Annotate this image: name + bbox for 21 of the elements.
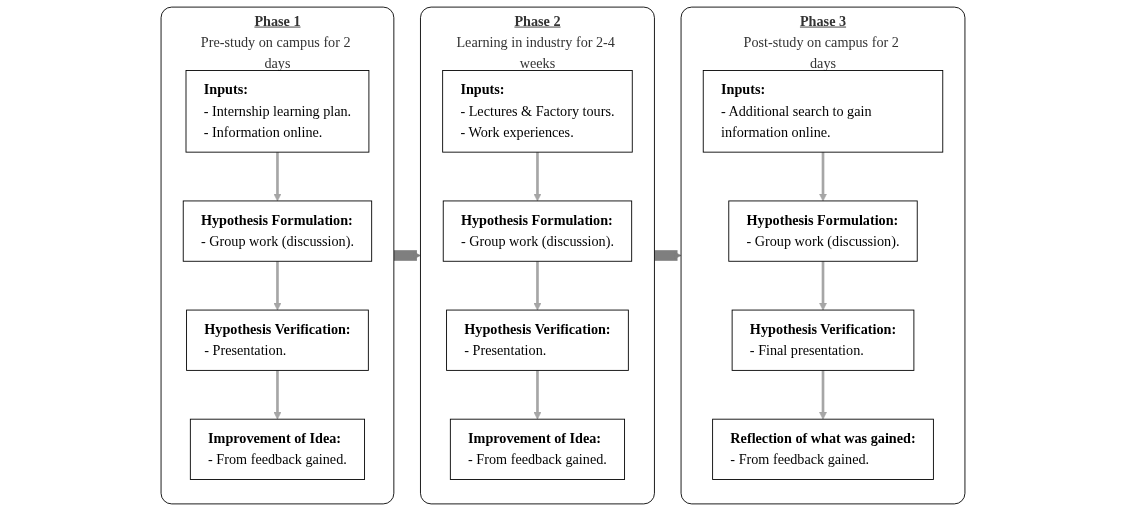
arrow <box>819 261 827 311</box>
node-box: Hypothesis Verification: - Final presentation. <box>731 309 915 371</box>
node-box: Hypothesis Formulation: - Group work (discussion). <box>182 200 373 262</box>
node-box: Hypothesis Formulation: - Group work (discussion). <box>442 200 633 262</box>
node-box: Hypothesis Verification: - Presentation. <box>446 309 629 371</box>
arrow <box>533 261 542 311</box>
node-box: Inputs: - Additional search to gain information online. <box>702 70 944 153</box>
node-box: Inputs: - Internship learning plan. - Information online. <box>185 70 370 153</box>
node-box: Reflection of what was gained: - From feedback gained. <box>712 418 934 480</box>
arrow <box>533 370 542 420</box>
arrow <box>819 370 827 420</box>
node-box: Hypothesis Verification: - Presentation. <box>186 309 369 371</box>
node-box: Inputs: - Lectures & Factory tours. - Work experiences. <box>442 70 633 153</box>
arrow <box>533 152 542 202</box>
arrow <box>273 261 282 311</box>
arrow <box>273 370 282 420</box>
node-box: Improvement of Idea: - From feedback gained. <box>189 418 365 480</box>
arrow <box>273 152 282 202</box>
node-box: Improvement of Idea: - From feedback gained. <box>449 418 625 480</box>
arrow <box>819 152 827 202</box>
node-box: Hypothesis Formulation: - Group work (discussion). <box>728 200 918 262</box>
